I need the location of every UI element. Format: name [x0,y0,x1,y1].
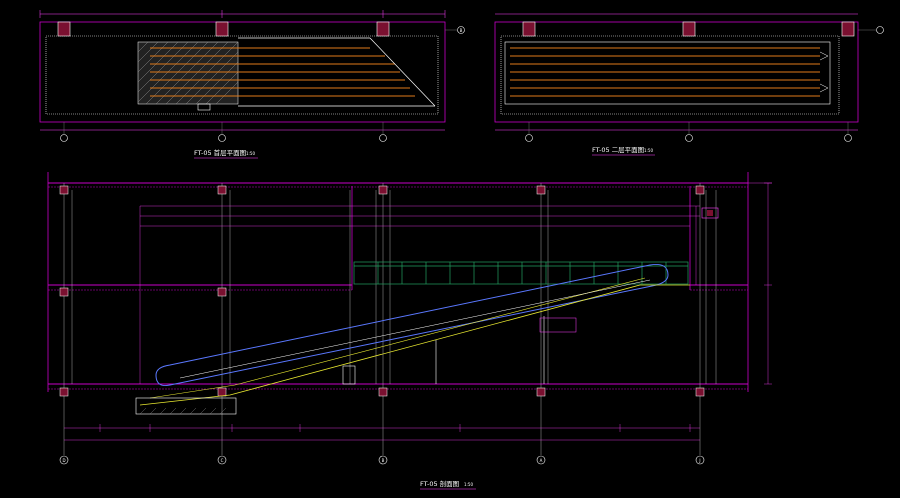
grid-axis-label: B [382,458,385,463]
grid-axis-marker [379,134,387,142]
grid-axis-label: J [698,458,700,463]
section-view: D C B A J FT-05 剖面图 1:50 [47,172,772,490]
column [57,21,71,37]
escalator-pit [135,397,237,415]
escalator-plan-lower [150,37,436,107]
grid-axis-marker [525,134,533,142]
escalator-section [139,264,690,406]
plan-upper-title: FT-05 二层平面图 [592,146,644,154]
grid-axis-marker [876,26,884,34]
grid-axis-marker [378,455,388,465]
grid-axis-marker [457,26,465,34]
plan-upper-scale: 1:50 [644,148,653,153]
column [522,21,536,37]
column [841,21,855,37]
grid-axis-marker [217,455,227,465]
escalator-plan-upper [504,41,831,105]
column [682,21,696,37]
grid-axis-side-label: B [460,28,463,33]
grid-axis-marker [536,455,546,465]
column [215,21,229,37]
grid-axis-marker [59,455,69,465]
section-columns [59,185,705,397]
grid-axis-marker [844,134,852,142]
grid-axis-label: A [540,458,543,463]
grid-axis-marker [218,134,226,142]
grid-axis-label: D [62,458,65,463]
plan-lower-scale: 1:50 [246,151,255,156]
grid-axis-marker [60,134,68,142]
grid-axis-marker [695,455,705,465]
grid-axis-label: C [221,458,224,463]
section-scale: 1:50 [464,482,473,487]
plan-upper-view: FT-05 二层平面图 1:50 [494,13,884,156]
plan-lower-view: B FT-05 首层平面图 1:50 [39,10,465,159]
escalator-truss [353,261,689,285]
section-title: FT-05 剖面图 [420,479,459,488]
hatched-opening [137,41,239,105]
plan-lower-title: FT-05 首层平面图 [194,148,246,157]
column [376,21,390,37]
grid-axis-marker [685,134,693,142]
